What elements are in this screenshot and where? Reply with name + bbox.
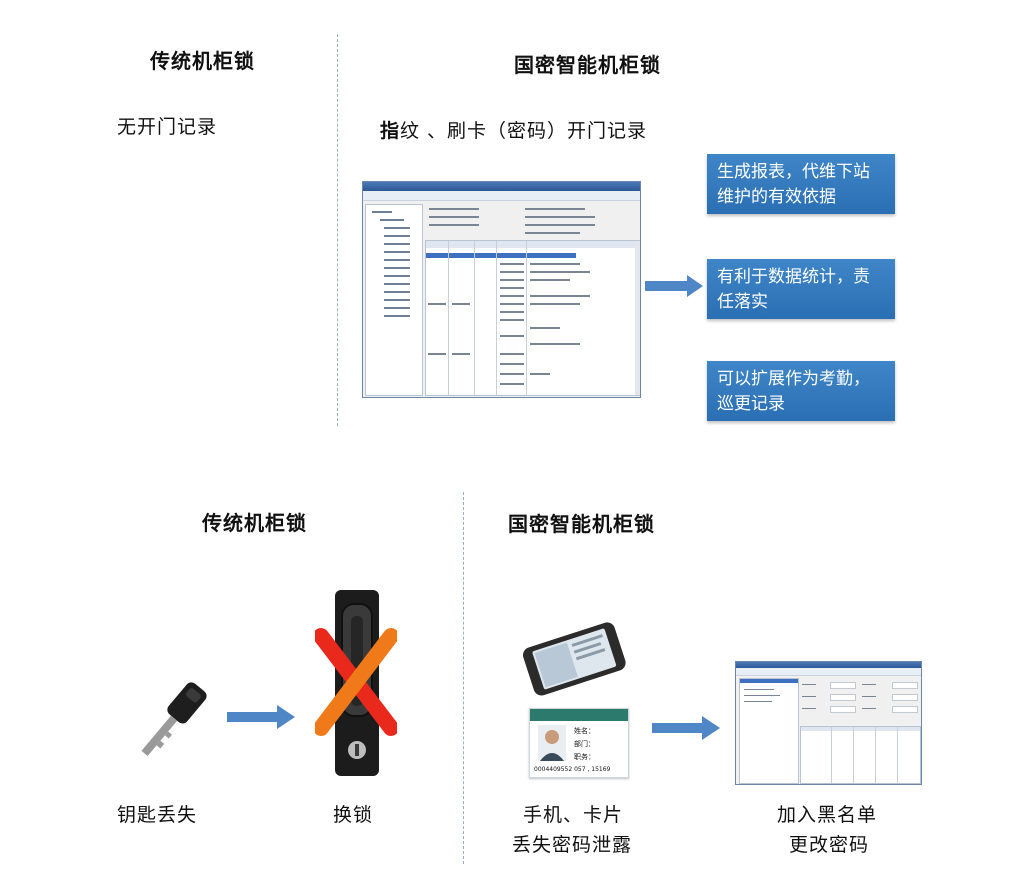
loss-caption-line2: 丢失密码泄露 bbox=[512, 834, 633, 856]
form-panel bbox=[800, 678, 920, 718]
loss-arrow bbox=[652, 716, 720, 740]
lock-caption: 换锁 bbox=[333, 804, 374, 826]
window-titlebar bbox=[363, 182, 640, 191]
filter-panel bbox=[425, 204, 637, 240]
blacklist-grid bbox=[800, 726, 921, 784]
window-toolbar bbox=[363, 191, 640, 201]
benefit-accountability-box: 有利于数据统计，责任落实 bbox=[707, 259, 895, 319]
key-arrow bbox=[227, 705, 295, 729]
bottom-left-title: 传统机柜锁 bbox=[202, 511, 307, 535]
card-title-label: 职务： bbox=[574, 753, 595, 761]
top-right-title: 国密智能机柜锁 bbox=[514, 53, 661, 77]
top-left-title: 传统机柜锁 bbox=[150, 49, 255, 73]
top-left-note: 无开门记录 bbox=[117, 116, 218, 138]
action-caption-line2: 更改密码 bbox=[789, 834, 870, 856]
tree-panel bbox=[365, 204, 423, 396]
benefit-attendance-box: 可以扩展作为考勤，巡更记录 bbox=[707, 361, 895, 421]
key-caption: 钥匙丢失 bbox=[117, 804, 198, 826]
blacklist-screenshot bbox=[735, 661, 922, 785]
benefit-report-box: 生成报表，代维下站维护的有效依据 bbox=[707, 154, 895, 214]
record-grid bbox=[425, 240, 640, 396]
action-caption-line1: 加入黑名单 bbox=[777, 804, 878, 826]
bottom-divider bbox=[463, 492, 464, 864]
id-photo-icon bbox=[538, 725, 566, 761]
top-right-note-bold: 指 bbox=[380, 120, 401, 142]
card-dept-label: 部门： bbox=[574, 740, 595, 748]
smartphone-icon bbox=[523, 622, 626, 696]
id-card: 姓名： 部门： 职务： 0004409552 057 , 15169 bbox=[529, 708, 629, 778]
loss-caption-line1: 手机、卡片 bbox=[523, 804, 624, 826]
window-toolbar-2 bbox=[736, 668, 921, 676]
top-right-note-rest: 纹 、刷卡（密码）开门记录 bbox=[400, 120, 648, 142]
window-titlebar-2 bbox=[736, 662, 921, 668]
user-list-panel bbox=[739, 678, 799, 784]
key-icon bbox=[141, 682, 207, 757]
access-log-screenshot bbox=[362, 181, 641, 398]
bottom-right-title: 国密智能机柜锁 bbox=[508, 512, 655, 536]
top-arrow bbox=[645, 275, 703, 297]
top-divider bbox=[337, 34, 338, 426]
top-right-note: 指纹 、刷卡（密码）开门记录 bbox=[380, 116, 647, 143]
crossed-lock-icon bbox=[315, 590, 397, 776]
card-number: 0004409552 057 , 15169 bbox=[534, 766, 611, 773]
card-name-label: 姓名： bbox=[574, 727, 595, 735]
